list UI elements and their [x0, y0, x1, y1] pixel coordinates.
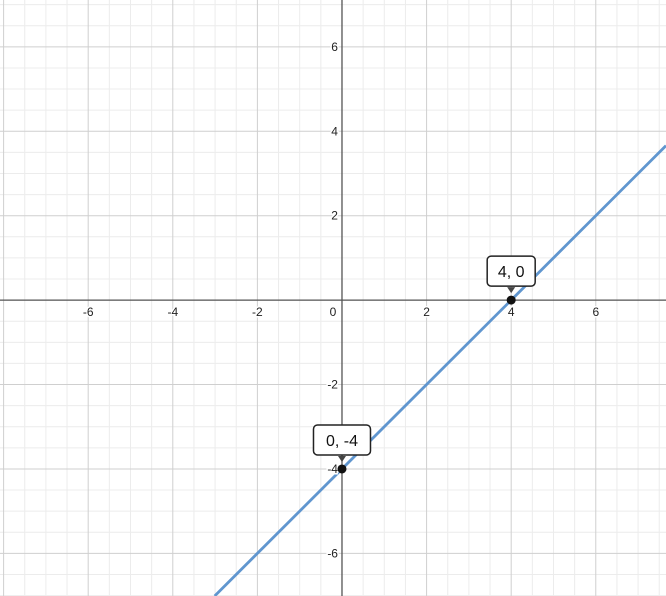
callout-box	[486, 255, 536, 287]
point-label: 4, 0	[498, 264, 525, 281]
callout-pointer-icon	[337, 455, 346, 462]
data-point	[506, 295, 516, 305]
y-tick-label: -2	[327, 378, 338, 392]
y-tick-label: -4	[327, 462, 338, 476]
x-tick-label: -2	[252, 305, 263, 319]
y-tick-label: -6	[327, 546, 338, 560]
data-point	[337, 464, 347, 474]
callout-pointer-icon	[507, 287, 516, 294]
series-layer	[213, 144, 666, 596]
y-tick-label: 2	[331, 209, 338, 223]
x-tick-label: -6	[83, 305, 94, 319]
x-tick-label: 4	[508, 305, 515, 319]
x-tick-label: 6	[592, 305, 599, 319]
point-label: 0, -4	[326, 433, 358, 450]
y-tick-label: 4	[331, 124, 338, 138]
x-tick-label: 2	[423, 305, 430, 319]
callout-box	[312, 424, 372, 456]
series-line	[213, 144, 666, 596]
points-layer: 4, 0 0, -4	[312, 255, 536, 474]
y-tick-label: 6	[331, 40, 338, 54]
x-tick-label: -4	[167, 305, 178, 319]
point-callout: 4, 0	[486, 255, 536, 305]
tick-labels: -6 -4 -2 0 2 4 6 6 4 2 -2 -4 -6	[81, 38, 601, 562]
x-tick-label: 0	[330, 305, 337, 319]
point-callout: 0, -4	[312, 424, 372, 474]
